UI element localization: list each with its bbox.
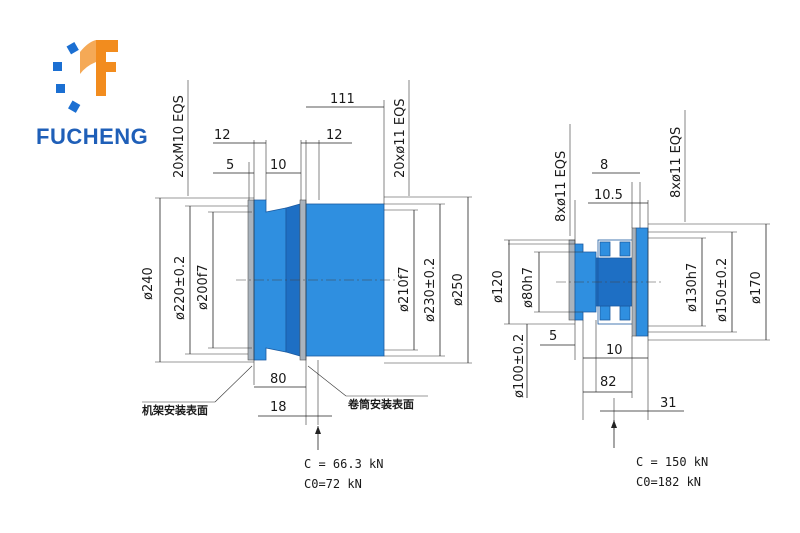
dim-80: 80 xyxy=(270,372,287,387)
load-c: C = 66.3 kN xyxy=(304,457,383,471)
dia-200f7: ø200f7 xyxy=(196,264,211,310)
left-drawing: 12 12 5 10 111 20xM10 EQS 20xø11 EQS ø24… xyxy=(141,80,472,491)
dia-80h7: ø80h7 xyxy=(521,267,536,308)
dia-170: ø170 xyxy=(749,271,764,304)
brand-name: FUCHENG xyxy=(36,124,148,149)
load-c0: C0=72 kN xyxy=(304,477,362,491)
dim-8: 8 xyxy=(600,158,608,173)
dim-10: 10 xyxy=(270,158,287,173)
dia-130h7: ø130h7 xyxy=(685,263,700,312)
roller-top-left xyxy=(599,241,611,257)
dia-240: ø240 xyxy=(141,267,156,300)
shaft-flange xyxy=(574,243,597,321)
dim-12-right: 12 xyxy=(326,128,343,143)
bolt-note-right-right: 8xø11 EQS xyxy=(669,127,684,198)
dia-250: ø250 xyxy=(451,273,466,306)
dia-220: ø220±0.2 xyxy=(173,256,188,320)
dim-111: 111 xyxy=(330,92,355,107)
roller-bottom-right xyxy=(619,305,631,321)
right-drawing: 8 10.5 8xø11 EQS 8xø11 EQS ø120 ø80h7 ø1… xyxy=(491,110,770,489)
label-frame-mounting-surface: 机架安装表面 xyxy=(142,403,208,417)
dim-12-left: 12 xyxy=(214,128,231,143)
dim-5-right: 5 xyxy=(549,329,557,344)
roller-bottom-left xyxy=(599,305,611,321)
gear-icon xyxy=(53,40,120,115)
bolt-note-left: 20xM10 EQS xyxy=(172,95,187,178)
roller-top-right xyxy=(619,241,631,257)
bolt-note-left-right: 8xø11 EQS xyxy=(554,151,569,222)
load-c-right: C = 150 kN xyxy=(636,455,708,469)
dim-10-5: 10.5 xyxy=(594,188,623,203)
letter-f-mark xyxy=(80,40,118,96)
dia-230: ø230±0.2 xyxy=(423,258,438,322)
dia-210f7: ø210f7 xyxy=(397,266,412,312)
bolt-note-right: 20xø11 EQS xyxy=(393,98,408,178)
label-drum-mounting-surface: 卷筒安装表面 xyxy=(347,397,414,411)
dim-82: 82 xyxy=(600,375,617,390)
dia-120: ø120 xyxy=(491,270,506,303)
dim-31: 31 xyxy=(660,396,677,411)
dia-150: ø150±0.2 xyxy=(715,258,730,322)
dia-100: ø100±0.2 xyxy=(512,334,527,398)
dim-5: 5 xyxy=(226,158,234,173)
dim-10-right: 10 xyxy=(606,343,623,358)
brand-logo: FUCHENG xyxy=(36,40,148,149)
dim-18: 18 xyxy=(270,400,287,415)
load-c0-right: C0=182 kN xyxy=(636,475,701,489)
